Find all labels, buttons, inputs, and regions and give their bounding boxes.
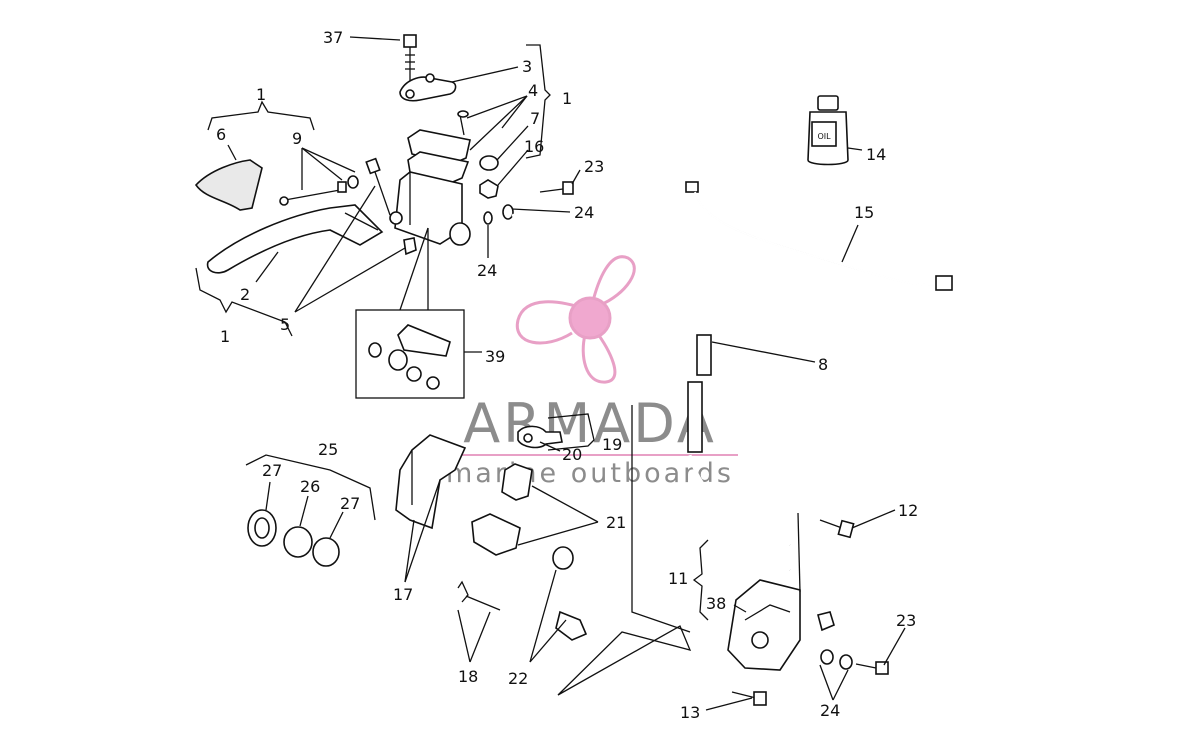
watermark-tagline: marine outboards [446,458,734,489]
label-16: 16 [524,137,544,156]
clamp-half-6 [194,159,263,211]
label-13: 13 [680,703,700,722]
plug-7 [479,155,499,171]
callout-labels: 37 3 4 1 7 16 23 24 24 1 6 9 2 5 1 39 14… [216,28,918,722]
label-17: 17 [393,585,413,604]
brake-hose-8 [511,213,829,621]
label-23-bottom: 23 [896,611,916,630]
mirror-bolts-9 [279,175,359,206]
label-12: 12 [898,501,918,520]
washer-24a [483,211,493,225]
oil-bottle-14: OIL [807,95,849,166]
label-15: 15 [854,203,874,222]
label-3: 3 [522,57,532,76]
label-4: 4 [528,81,538,100]
label-8: 8 [818,355,828,374]
label-23-top: 23 [584,157,604,176]
bolt-37 [403,34,417,88]
label-27-right: 27 [340,494,360,513]
label-14: 14 [866,145,886,164]
master-cylinder-assembly [194,34,829,621]
label-25: 25 [318,440,338,459]
label-19: 19 [602,435,622,454]
label-9: 9 [292,129,302,148]
propeller-logo [515,255,636,384]
label-22: 22 [508,669,528,688]
label-27-left: 27 [262,461,282,480]
label-6: 6 [216,125,226,144]
leader-lines [195,36,906,711]
bracket-17 [395,434,467,530]
label-37: 37 [323,28,343,47]
label-20: 20 [562,445,582,464]
armada-watermark: ARMADA marine outboards [445,255,738,489]
brake-caliper-11 [727,519,889,706]
label-5: 5 [280,315,290,334]
switch-cable-15 [685,181,953,291]
label-24-right: 24 [574,203,594,222]
pad-spring-21 [471,463,533,556]
label-18: 18 [458,667,478,686]
washer-24b [502,204,514,220]
fitting-16 [479,179,499,199]
label-21: 21 [606,513,626,532]
fitting-group-19-20 [517,425,563,449]
label-24-bottom: 24 [820,701,840,720]
banjo-bolt-23 [539,181,574,195]
caliper-seal-group-25 [245,454,376,567]
label-1-bottom: 1 [220,327,230,346]
bushing-22 [552,546,588,641]
label-1-top: 1 [256,85,266,104]
label-24-below: 24 [477,261,497,280]
pivot-bolt-5 [365,157,417,256]
watermark-brand: ARMADA [463,392,717,455]
label-1-right: 1 [562,89,572,108]
screw-4 [457,110,469,136]
label-11: 11 [668,569,688,588]
label-7: 7 [530,109,540,128]
label-2: 2 [240,285,250,304]
label-38: 38 [706,594,726,613]
pin-18 [457,580,501,611]
seal-kit-39 [355,309,465,399]
label-39: 39 [485,347,505,366]
brake-lever-2 [206,204,384,274]
bottle-label: OIL [817,132,831,141]
label-26: 26 [300,477,320,496]
